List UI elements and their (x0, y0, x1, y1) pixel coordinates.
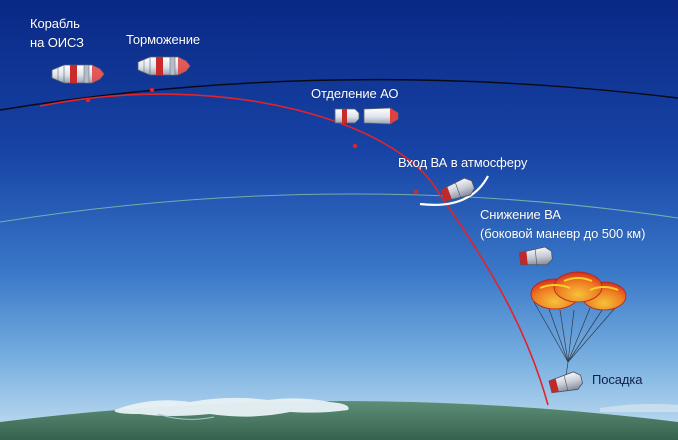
trajectory-line (39, 93, 549, 406)
trajectory-marker (413, 189, 419, 195)
separated-modules-icon (334, 107, 399, 125)
atmosphere-boundary-line (0, 193, 678, 223)
separation-label: Отделение АО (311, 86, 399, 101)
orbit-line (0, 78, 678, 111)
soyuz-spacecraft-icon (51, 64, 105, 84)
descent-label-line1: Снижение ВА (480, 207, 561, 222)
ship-label-line2: на ОИСЗ (30, 35, 84, 50)
landing-label: Посадка (592, 372, 643, 387)
ship-label-line1: Корабль (30, 16, 80, 31)
snow-patch (114, 397, 349, 417)
earth-surface (0, 397, 678, 440)
soyuz-spacecraft-icon (137, 56, 191, 76)
trajectory-marker (85, 97, 91, 103)
entry-label: Вход ВА в атмосферу (398, 155, 528, 170)
trajectory-marker (352, 143, 358, 149)
entry-shock-arc (419, 175, 489, 206)
trajectory-marker (149, 87, 155, 93)
parachute-icon (530, 271, 627, 377)
braking-label: Торможение (126, 32, 201, 47)
descent-label-line2: (боковой маневр до 500 км) (480, 226, 646, 241)
